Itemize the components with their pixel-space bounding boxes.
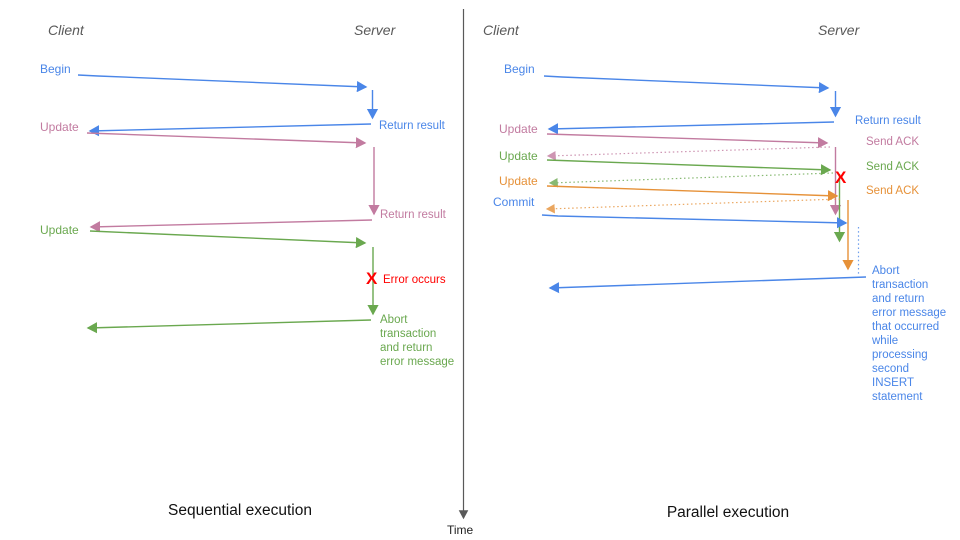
time-axis-label: Time	[447, 523, 474, 537]
right-begin-request-arrow	[544, 76, 830, 94]
right-update1-label: Update	[499, 122, 538, 136]
left-begin-return-arrow	[88, 124, 371, 137]
left-abort-note: Abort transaction and return error messa…	[380, 314, 455, 368]
left-begin-label: Begin	[40, 62, 71, 76]
left-update2-label: Update	[40, 223, 79, 237]
left-update2-request-arrow	[90, 231, 367, 249]
right-begin-return-arrow	[547, 122, 834, 135]
right-update3-label: Update	[499, 174, 538, 188]
right-update1-request-arrow	[547, 134, 829, 149]
right-commit-request-arrow	[542, 215, 848, 229]
left-panel-title: Sequential execution	[168, 502, 312, 519]
right-update3-ack-arrow	[545, 199, 840, 214]
right-update2-request-arrow	[547, 160, 832, 176]
right-send-ack3-label: Send ACK	[866, 185, 920, 197]
right-begin-label: Begin	[504, 62, 535, 76]
left-update1-return-arrow	[89, 220, 372, 233]
right-update3-request-arrow	[547, 186, 839, 202]
right-abort-note: Abort transaction and return error messa…	[872, 265, 947, 403]
left-update1-request-arrow	[87, 133, 367, 149]
right-send-ack2-label: Send ACK	[866, 161, 920, 173]
right-error-x-icon: X	[835, 168, 847, 187]
right-client-header: Client	[483, 22, 519, 38]
right-send-ack1-label: Send ACK	[866, 136, 920, 148]
left-client-header: Client	[48, 22, 84, 38]
right-update2-label: Update	[499, 149, 538, 163]
left-update1-label: Update	[40, 120, 79, 134]
right-abort-return-arrow	[548, 277, 866, 294]
right-update1-ack-arrow	[546, 147, 830, 161]
left-abort-return-arrow	[86, 320, 371, 334]
left-return-result2-label: Return result	[380, 209, 446, 221]
right-panel-title: Parallel execution	[666, 504, 790, 521]
right-return-result-label: Return result	[855, 115, 921, 127]
right-commit-label: Commit	[493, 195, 535, 209]
left-server-header: Server	[354, 22, 396, 38]
right-server-header: Server	[818, 22, 860, 38]
left-error-occurs-label: Error occurs	[383, 274, 446, 286]
left-return-result1-label: Return result	[379, 120, 445, 132]
left-begin-request-arrow	[78, 75, 368, 93]
right-update2-ack-arrow	[548, 173, 833, 188]
left-error-x-icon: X	[366, 269, 378, 288]
